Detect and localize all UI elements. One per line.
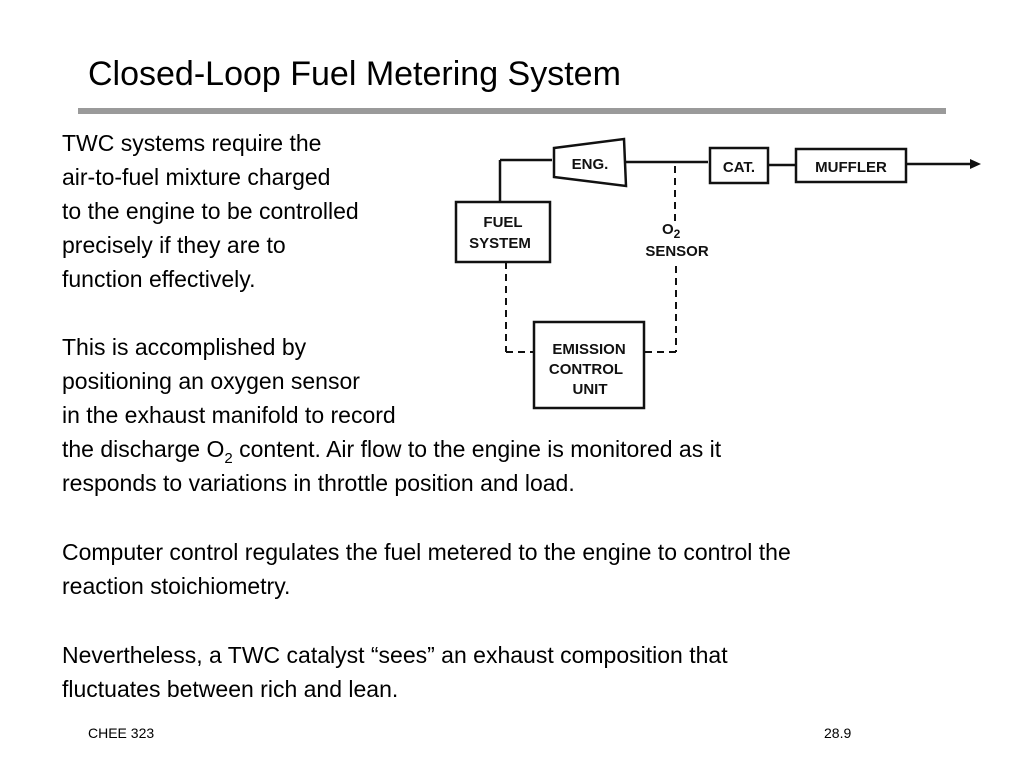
footer-slide-number: 28.9: [824, 725, 852, 741]
o2-label: O2: [662, 221, 681, 241]
o2-label-subscript: 2: [674, 227, 681, 241]
engine-label: ENG.: [572, 156, 609, 173]
ecu-label-line-1: EMISSION: [552, 341, 625, 358]
paragraph-4-line-2: fluctuates between rich and lean.: [62, 676, 399, 702]
engine-block: [552, 137, 628, 188]
paragraph-2-line-5: responds to variations in throttle posit…: [62, 470, 575, 496]
discharge-text-pre: the discharge O: [62, 436, 225, 462]
ecu-label-line-2: CONTROL: [549, 361, 623, 378]
footer-course-code: CHEE 323: [88, 725, 155, 741]
exhaust-arrow-icon: [970, 159, 981, 169]
paragraph-1-line-4: precisely if they are to: [62, 232, 286, 258]
muffler-block: [794, 147, 908, 184]
fuel-metering-diagram: ENG. CAT. MUFFLER FUEL SYSTEM O2 SENSOR …: [454, 137, 981, 410]
paragraph-2-line-2: positioning an oxygen sensor: [62, 368, 360, 394]
title-divider: [78, 108, 946, 114]
catalyst-label: CAT.: [723, 159, 755, 176]
catalyst-block: [708, 146, 770, 185]
paragraph-2-line-3: in the exhaust manifold to record: [62, 402, 396, 428]
paragraph-3-line-1: Computer control regulates the fuel mete…: [62, 539, 791, 565]
fuel-system-block: [454, 200, 552, 264]
paragraph-4-line-1: Nevertheless, a TWC catalyst “sees” an e…: [62, 642, 728, 668]
paragraph-1-line-5: function effectively.: [62, 266, 256, 292]
paragraph-1-line-3: to the engine to be controlled: [62, 198, 359, 224]
paragraph-1-line-1: TWC systems require the: [62, 130, 322, 156]
paragraph-3-line-2: reaction stoichiometry.: [62, 573, 291, 599]
muffler-label: MUFFLER: [815, 159, 887, 176]
ecu-label-line-3: UNIT: [573, 381, 608, 398]
paragraph-2-line-4: the discharge O2 content. Air flow to th…: [62, 432, 721, 470]
o2-subscript: 2: [224, 450, 233, 467]
paragraph-2-line-1: This is accomplished by: [62, 334, 307, 360]
o2-label-main: O: [662, 221, 674, 238]
emission-control-unit-block: [532, 320, 646, 410]
sensor-label: SENSOR: [645, 243, 709, 260]
fuel-label-line-1: FUEL: [483, 214, 522, 231]
discharge-text-post: content. Air flow to the engine is monit…: [232, 436, 722, 462]
slide-title: Closed-Loop Fuel Metering System: [88, 55, 621, 93]
fuel-label-line-2: SYSTEM: [469, 235, 531, 252]
paragraph-1-line-2: air-to-fuel mixture charged: [62, 164, 331, 190]
